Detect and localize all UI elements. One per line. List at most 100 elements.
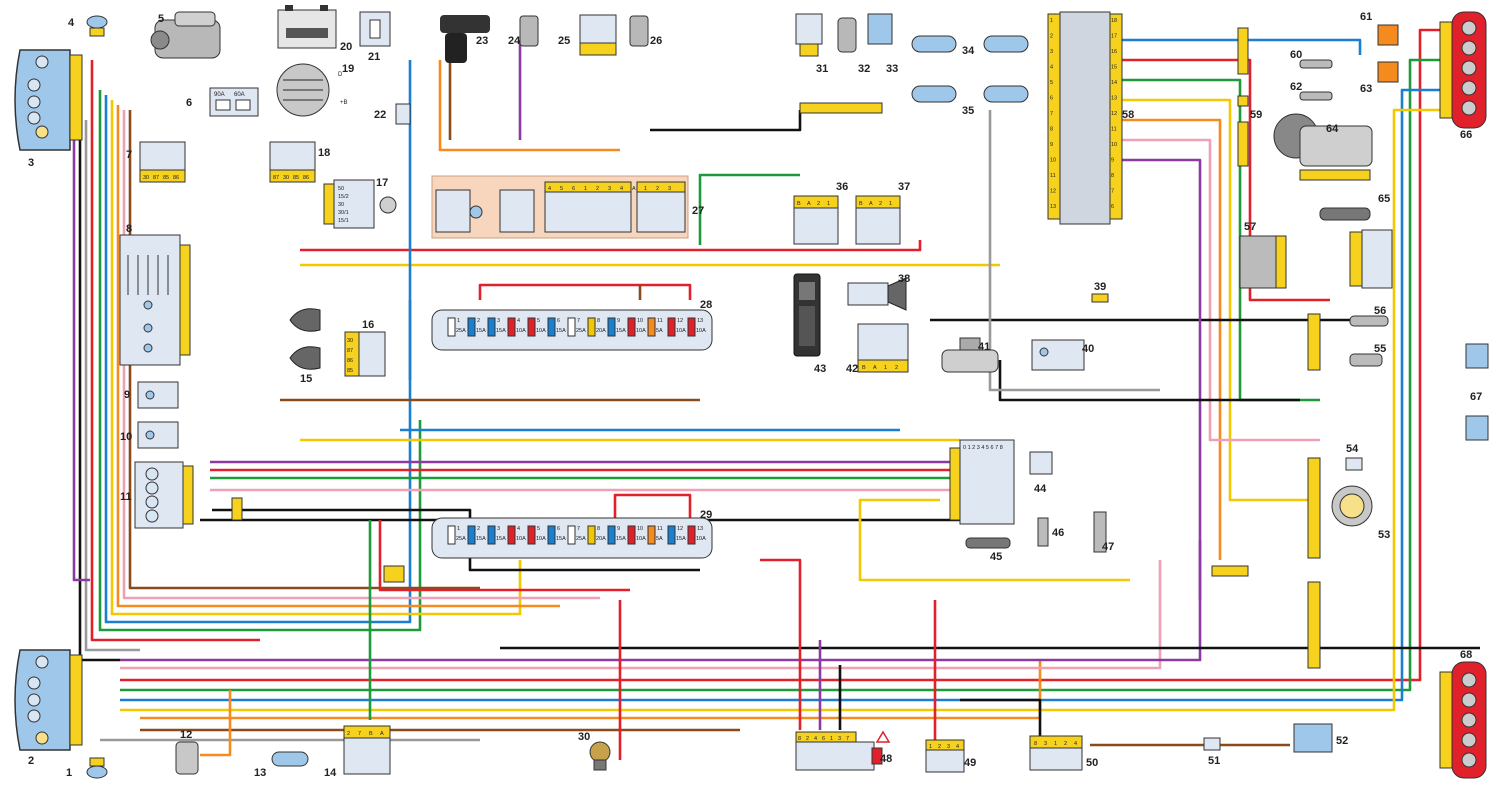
block-27-pin: A xyxy=(632,186,636,192)
headlamp-bulb-icon xyxy=(27,78,41,92)
connector-59 xyxy=(1237,27,1249,167)
wire-green-bottom xyxy=(120,58,1450,692)
relay-16-pin: 30 xyxy=(347,338,353,344)
callout-7: 7 xyxy=(126,149,132,161)
connector-58-pin: 9 xyxy=(1111,158,1114,164)
headlamp-connector xyxy=(69,654,83,746)
callout-35: 35 xyxy=(962,105,974,117)
callout-33: 33 xyxy=(886,63,898,75)
connector-49-pin: 4 xyxy=(956,744,959,750)
wire-black-50-feed xyxy=(960,698,1042,740)
relay-16-pin: 86 xyxy=(347,358,353,364)
callout-27: 27 xyxy=(692,205,704,217)
fuse-9 xyxy=(607,317,616,337)
connector-48-pin: 6 xyxy=(822,736,825,742)
callout-55: 55 xyxy=(1374,343,1386,355)
callout-68: 68 xyxy=(1460,649,1472,661)
fuse-number: 11 xyxy=(657,318,663,324)
fuse-number: 3 xyxy=(497,526,500,532)
fuse-rating: 15A xyxy=(476,536,486,542)
relay-16-pin: 85 xyxy=(347,368,353,374)
component-23 xyxy=(440,15,490,63)
fuse-number: 6 xyxy=(557,526,560,532)
connector-58-pin: 6 xyxy=(1050,96,1053,102)
relay-14-pin: 2 xyxy=(347,731,350,737)
fuse-rating: 15A xyxy=(616,328,626,334)
callout-59: 59 xyxy=(1250,109,1262,121)
callout-65: 65 xyxy=(1378,193,1390,205)
wiper-motor-64 xyxy=(1273,113,1373,181)
lamp-35-right xyxy=(983,85,1029,103)
callout-36: 36 xyxy=(836,181,848,193)
connector-58-pin: 13 xyxy=(1050,204,1056,210)
wire-green-top xyxy=(698,173,800,245)
fuse-2 xyxy=(467,317,476,337)
headlamp-lower-left xyxy=(14,649,83,751)
wire-orange-top xyxy=(438,60,620,152)
fuse-number: 9 xyxy=(617,526,620,532)
callout-9: 9 xyxy=(124,389,130,401)
connector-49-pin: 1 xyxy=(929,744,932,750)
fuse-6 xyxy=(547,317,556,337)
fuse-7 xyxy=(567,525,576,545)
block-27-pin: 6 xyxy=(572,186,575,192)
headlamp-housing xyxy=(14,49,71,151)
block-27-pin: 3 xyxy=(668,186,671,192)
relay-37-pin: 2 xyxy=(879,201,882,207)
relay-18-pin: 86 xyxy=(303,175,309,181)
switch-51 xyxy=(1203,737,1221,751)
connector-58-pin: 7 xyxy=(1111,189,1114,195)
block-27-pin: 5 xyxy=(560,186,563,192)
callout-37: 37 xyxy=(898,181,910,193)
wire-red-48-feed xyxy=(760,558,802,730)
relay-37: B A 2 1 xyxy=(855,195,901,245)
callout-48: 48 xyxy=(880,753,892,765)
fuse-number: 8 xyxy=(597,526,600,532)
callout-64: 64 xyxy=(1326,123,1339,135)
callout-49: 49 xyxy=(964,757,976,769)
fuse-number: 4 xyxy=(517,526,520,532)
wire-red-right xyxy=(1120,58,1330,302)
fuse-2 xyxy=(467,525,476,545)
fuse-number: 2 xyxy=(477,526,480,532)
wire-yellow-center-drop xyxy=(858,498,1130,582)
callout-4: 4 xyxy=(68,17,75,29)
fuse-1 xyxy=(447,525,456,545)
callout-30: 30 xyxy=(578,731,590,743)
component-40 xyxy=(1031,339,1085,371)
fuse-rating: 10A xyxy=(516,536,526,542)
callout-1: 1 xyxy=(66,767,72,779)
fuse-number: 7 xyxy=(577,318,580,324)
wire-grey-right xyxy=(988,110,1160,392)
headlamp-connector xyxy=(69,54,83,141)
fuse-7 xyxy=(567,317,576,337)
relay-37-pin: A xyxy=(869,201,873,207)
fuse-1 xyxy=(447,317,456,337)
fuse-rating: 10A xyxy=(696,536,706,542)
callout-67: 67 xyxy=(1470,391,1482,403)
connector-58-pin: 4 xyxy=(1050,65,1053,71)
callout-34: 34 xyxy=(962,45,975,57)
relay-37-pin: B xyxy=(859,201,863,207)
ignition-pin: 30 xyxy=(338,202,344,208)
connector-48-pin: 7 xyxy=(846,736,849,742)
callout-56: 56 xyxy=(1374,305,1386,317)
fuse-rating: 15A xyxy=(476,328,486,334)
motor-41 xyxy=(941,337,999,373)
callout-47: 47 xyxy=(1102,541,1114,553)
fuse-10 xyxy=(627,317,636,337)
lamp-34-left xyxy=(911,35,957,53)
fuse-number: 13 xyxy=(697,318,703,324)
switch-block-right xyxy=(1349,229,1393,289)
wire-yellow-left-trunk xyxy=(110,100,522,616)
sensor-55 xyxy=(1349,353,1383,367)
callout-38: 38 xyxy=(898,273,910,285)
component-31 xyxy=(795,13,823,57)
horn-upper xyxy=(289,308,321,332)
component-33 xyxy=(867,13,893,45)
callout-19: 19 xyxy=(342,63,354,75)
wire-pink-right xyxy=(1120,138,1320,442)
connector-58-pin: 18 xyxy=(1111,18,1117,24)
fuse-8 xyxy=(587,525,596,545)
